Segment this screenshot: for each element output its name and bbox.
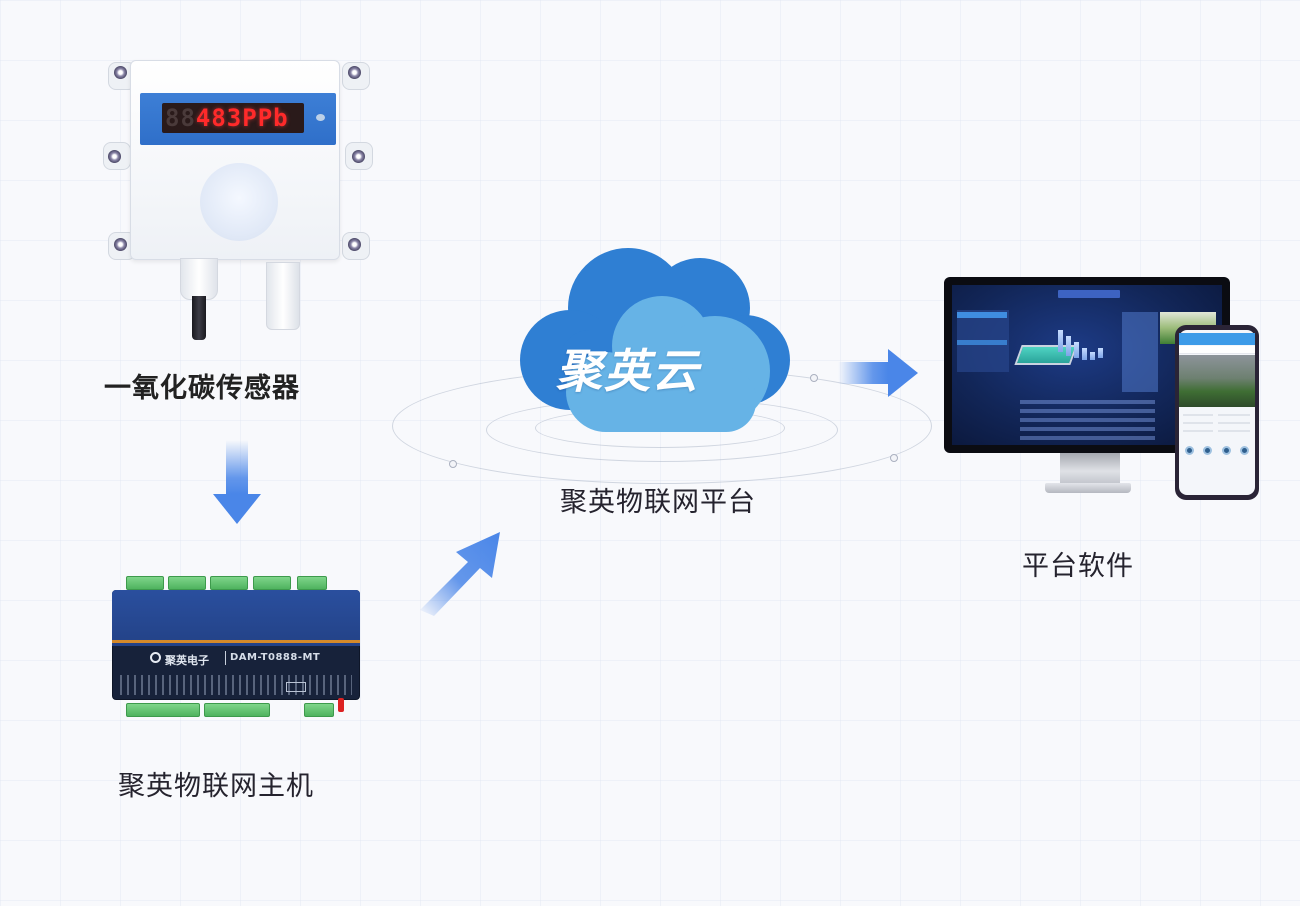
phone-control-button <box>1240 446 1249 455</box>
dashboard-bar <box>1058 330 1063 352</box>
monitor-stand-base <box>1045 483 1131 493</box>
cable-gland <box>180 258 218 300</box>
phone-control-button <box>1185 446 1194 455</box>
terminal-block <box>204 703 270 717</box>
sensor-vent-window <box>200 163 278 241</box>
divider <box>225 651 226 665</box>
dashboard-control-grid <box>1020 400 1155 440</box>
phone-video-feed <box>1179 355 1255 407</box>
phone-info-line <box>1218 414 1250 416</box>
arrow-shaft <box>226 440 248 494</box>
terminal-block <box>253 576 291 590</box>
phone-info-line <box>1218 430 1250 432</box>
phone-app-header <box>1179 333 1255 345</box>
terminal-block <box>304 703 334 717</box>
dashboard-bar <box>1066 336 1071 356</box>
host-io-ports <box>120 675 352 695</box>
host-label: 聚英物联网主机 <box>118 771 314 802</box>
led-dim-digits: 88 <box>165 104 196 132</box>
ethernet-port <box>286 682 306 692</box>
host-top-panel <box>112 590 360 646</box>
led-value: 483 <box>195 104 243 132</box>
arrow-shaft <box>838 362 888 384</box>
screw-icon <box>114 66 127 79</box>
sensor-probe <box>266 262 300 330</box>
monitor-stand-neck <box>1060 453 1120 483</box>
orbit-dot <box>810 374 818 382</box>
screw-icon <box>352 150 365 163</box>
dashboard-data-table <box>1122 312 1158 392</box>
antenna-icon <box>338 698 344 712</box>
terminal-block <box>168 576 206 590</box>
phone-info-line <box>1183 430 1213 432</box>
terminal-block <box>126 576 164 590</box>
host-brand: 聚英电子 <box>165 654 209 667</box>
arrow-head <box>213 494 261 524</box>
orbit-dot <box>890 454 898 462</box>
cloud-base <box>580 368 756 432</box>
dashboard-sidebar-active <box>957 312 1007 318</box>
host-model: DAM-T0888-MT <box>230 652 321 663</box>
phone-control-button <box>1203 446 1212 455</box>
screw-icon <box>348 66 361 79</box>
dashboard-bar <box>1082 348 1087 360</box>
terminal-block <box>210 576 248 590</box>
dashboard-bar <box>1074 342 1079 358</box>
phone-info-line <box>1183 422 1213 424</box>
phone-info-line <box>1218 422 1250 424</box>
arrow-head <box>888 349 918 397</box>
sensor-indicator-light <box>316 114 325 121</box>
orbit-dot <box>449 460 457 468</box>
terminal-block <box>126 703 200 717</box>
arrow-up-right-icon <box>412 528 512 618</box>
terminal-block <box>297 576 327 590</box>
brand-logo-icon <box>150 652 161 663</box>
screw-icon <box>114 238 127 251</box>
phone-tab-bar <box>1179 346 1255 354</box>
sensor-cable <box>192 296 206 340</box>
phone-control-button <box>1222 446 1231 455</box>
sensor-led-display: 88 483 PPb <box>162 103 304 133</box>
cloud-label: 聚英物联网平台 <box>560 487 756 518</box>
dashboard-sidebar-item <box>957 340 1007 345</box>
dashboard-title-bar <box>1058 290 1120 298</box>
cloud-logo-text: 聚英云 <box>556 344 700 398</box>
screw-icon <box>348 238 361 251</box>
screw-icon <box>108 150 121 163</box>
software-label: 平台软件 <box>1022 551 1134 582</box>
host-accent-line <box>112 640 360 643</box>
dashboard-bar <box>1090 352 1095 360</box>
dashboard-bar <box>1098 348 1103 358</box>
sensor-label: 一氧化碳传感器 <box>104 373 300 404</box>
led-unit: PPb <box>242 104 289 132</box>
phone-info-line <box>1183 414 1213 416</box>
